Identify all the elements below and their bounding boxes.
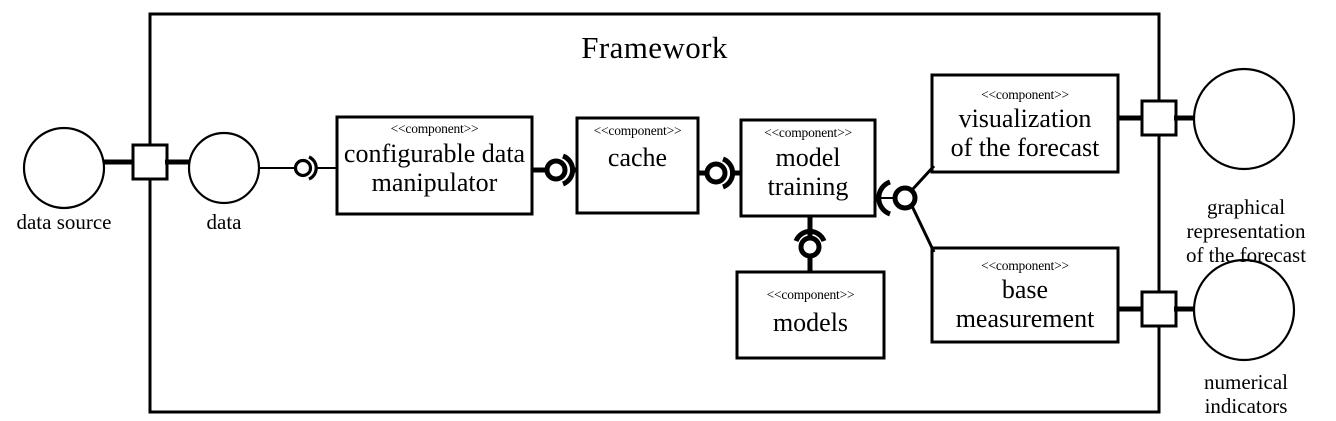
port-left-group — [131, 143, 192, 181]
stereotype-base-measurement: <<component>> — [981, 258, 1069, 273]
iface-models-to-model-training[interactable] — [793, 216, 827, 273]
stereotype-model-training: <<component>> — [764, 125, 852, 140]
iface-cache-to-model-training[interactable] — [697, 156, 742, 190]
required-interface-socket — [876, 179, 892, 217]
label-graphical-representation-line2: representation — [1186, 219, 1306, 243]
component-label-cache: cache — [607, 143, 668, 172]
branch-to-base-measurement — [910, 205, 936, 253]
component-visualization-of-the-forecast[interactable] — [930, 73, 1120, 174]
framework-title: Framework — [581, 30, 728, 65]
port-right-graphical-group — [1117, 67, 1296, 171]
label-numerical-indicators-line1: numerical — [1204, 370, 1288, 394]
data-source-group — [22, 126, 136, 210]
provided-interface-ball — [892, 185, 918, 211]
stereotype-configurable-data-manipulator: <<component>> — [390, 121, 479, 136]
provided-interface-ball — [544, 158, 568, 182]
provided-interface-ball — [293, 158, 313, 178]
data-circle[interactable] — [187, 131, 261, 205]
numerical-indicators-circle[interactable] — [1192, 258, 1296, 362]
framework-boundary — [148, 12, 1161, 414]
port-square-left[interactable] — [131, 143, 169, 181]
provided-interface-ball — [704, 161, 728, 185]
component-label-visualization-line2: of the forecast — [950, 133, 1100, 162]
port-square-graphical[interactable] — [1140, 99, 1178, 137]
label-numerical-indicators-line2: indicators — [1204, 394, 1288, 418]
iface-data-to-manipulator[interactable] — [293, 155, 338, 181]
stereotype-models: <<component>> — [766, 287, 855, 302]
component-label-base-measurement-line1: base — [1001, 275, 1049, 304]
component-label-base-measurement-line2: measurement — [955, 304, 1095, 333]
iface-model-training-to-outputs[interactable] — [875, 164, 936, 253]
provided-interface-ball — [798, 235, 822, 259]
component-label-model-training-line1: model — [775, 143, 841, 172]
component-label-configurable-data-manipulator-line1: configurable data — [343, 139, 526, 168]
component-label-visualization-line1: visualization — [958, 104, 1092, 133]
label-data: data — [206, 210, 242, 234]
component-label-configurable-data-manipulator-line2: manipulator — [371, 168, 498, 197]
branch-to-visualization — [910, 164, 936, 192]
component-model-training[interactable] — [739, 118, 877, 218]
required-interface-socket — [793, 228, 827, 243]
stereotype-cache: <<component>> — [593, 123, 682, 138]
label-graphical-representation-line3: of the forecast — [1185, 243, 1307, 267]
data-source-circle[interactable] — [22, 126, 106, 210]
stereotype-visualization-of-the-forecast: <<component>> — [981, 87, 1069, 102]
component-base-measurement[interactable] — [930, 246, 1120, 344]
component-configurable-data-manipulator[interactable] — [335, 115, 534, 216]
data-group — [187, 131, 295, 205]
component-label-models: models — [772, 308, 849, 337]
iface-manipulator-to-cache[interactable] — [532, 153, 578, 187]
component-label-model-training-line2: training — [767, 172, 849, 201]
label-data-source: data source — [16, 210, 112, 234]
port-right-numerical-group — [1117, 258, 1296, 362]
graphical-representation-circle[interactable] — [1192, 67, 1296, 171]
component-cache[interactable] — [575, 116, 700, 215]
port-square-numerical[interactable] — [1140, 290, 1178, 328]
label-graphical-representation-line1: graphical — [1206, 195, 1286, 219]
